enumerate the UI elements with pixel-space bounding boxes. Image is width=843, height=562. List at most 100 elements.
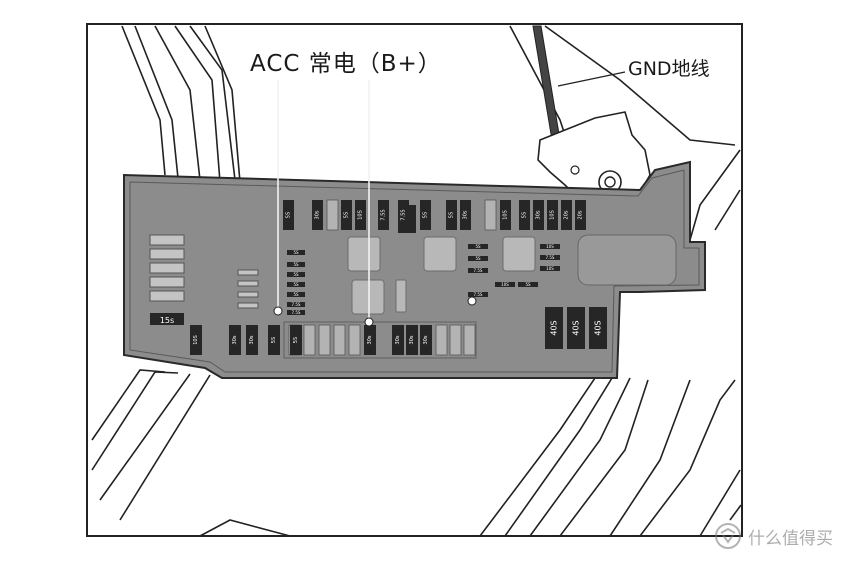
- watermark: 什么值得买: [714, 522, 833, 550]
- fuse-top-12: [533, 200, 544, 230]
- fuse-top-7-label: 5S: [423, 212, 429, 218]
- fuse-top-14-label: 20s: [564, 210, 570, 219]
- fuse-right-small-3-label: 5S: [475, 256, 481, 261]
- relay-sockets: [347, 234, 677, 315]
- fuse-row-top: 5S30s5S10S7.5S30s7.5S5S5S30s10S5S30s10S2…: [283, 200, 586, 233]
- diagram-border: [86, 23, 743, 537]
- fuse-lower-right-1-label: 30s: [395, 335, 401, 344]
- fuse-center-small-1: [287, 262, 305, 267]
- fuse-top-11-label: 5S: [522, 212, 528, 218]
- fuse-top-0: [283, 200, 294, 230]
- fuse-top-6: [398, 200, 409, 230]
- fuse-top-13: [547, 200, 558, 230]
- fuse-center-small-2-label: 5S: [293, 272, 299, 277]
- fuse-top-2-label: 5S: [344, 212, 350, 218]
- fuse-top-12-label: 30s: [536, 210, 542, 219]
- fuse-top-15-label: 20s: [578, 210, 584, 219]
- fuse-right-small-3: [468, 256, 488, 261]
- fuse-lower-left-4: [290, 325, 302, 355]
- fuse-top-9-label: 30s: [463, 210, 469, 219]
- fuse-top-11: [519, 200, 530, 230]
- fuse-right-small-0: [468, 244, 488, 249]
- left-connector-slots: [149, 234, 259, 309]
- fuse-center-small-6: [287, 310, 305, 315]
- ground-cable: [532, 25, 651, 206]
- fuse-top-4: [378, 200, 389, 230]
- fuse-right-small-2: [540, 255, 560, 260]
- fuse-top-10-label: 10S: [503, 210, 509, 220]
- fuse-big-right-2-label: 40S: [594, 320, 603, 335]
- fuse-right-small-0-label: 5S: [475, 244, 481, 249]
- fuse-top-3-label: 10S: [358, 210, 364, 220]
- fuse-lower-left-2-label: 30s: [249, 335, 255, 344]
- fuse-top-0-label: 5S: [286, 212, 292, 218]
- fuse-lower-left-1: [229, 325, 241, 355]
- acc-constant-power-label: ACC 常电（B+）: [250, 51, 442, 77]
- bottom-slot-rows: [283, 199, 497, 359]
- fuse-big-right-0-label: 40S: [550, 320, 559, 335]
- fuse-lower-left-3-label: 5S: [271, 337, 277, 343]
- fuse-center-small-4: [287, 292, 305, 297]
- fuse-lower-left-0: [190, 325, 202, 355]
- fuse-lower-right-2: [406, 325, 418, 355]
- fuse-center-small-0: [287, 250, 305, 255]
- fuse-right-small-7-label: 7.5S: [474, 268, 483, 273]
- fuse-row-big-right: 40S 40S 40S: [545, 307, 607, 349]
- fuse-right-small-6-label: 5S: [525, 282, 531, 287]
- fuse-top-6-label: 7.5S: [401, 209, 407, 220]
- fuse-center-small-3-label: 5S: [293, 282, 299, 287]
- fuse-lower-left-2: [246, 325, 258, 355]
- fuse-right-small-4: [540, 266, 560, 271]
- fuse-big-right-0: [545, 307, 563, 349]
- fuse-top-9: [460, 200, 471, 230]
- fuse-center-small-2: [287, 272, 305, 277]
- fuse-lower-left-3: [268, 325, 280, 355]
- fuse-right-small-8: [468, 292, 488, 297]
- fuse-top-7: [420, 200, 431, 230]
- fuse-top-14: [561, 200, 572, 230]
- fuse-block-15s-label: 15s: [160, 316, 174, 325]
- fuse-center-small-1-label: 5S: [293, 262, 299, 267]
- watermark-text: 什么值得买: [748, 528, 833, 549]
- fuse-row-lower-left: 10S 30s 30s 5S 5S: [190, 325, 302, 355]
- fuse-big-right-1-label: 40S: [572, 320, 581, 335]
- watermark-logo-icon: [715, 523, 741, 549]
- fuse-right-small-7: [468, 268, 488, 273]
- fuse-center-small-6-label: 7.5S: [292, 310, 301, 315]
- fuse-top-1-label: 30s: [315, 210, 321, 219]
- fuse-top-8: [446, 200, 457, 230]
- fuse-right-small-5-label: 10S: [501, 282, 509, 287]
- fuse-top-10: [500, 200, 511, 230]
- fuse-top-13-label: 10S: [550, 210, 556, 220]
- body-panel-lines: [91, 25, 742, 537]
- fuse-center-small-5: [287, 302, 305, 307]
- fuse-right-small-1: [540, 244, 560, 249]
- fuse-lower-right-3-label: 30s: [423, 335, 429, 344]
- fuse-top-15: [575, 200, 586, 230]
- fuse-lower-left-4-label: 5S: [293, 337, 299, 343]
- callout-lines: [273, 80, 477, 327]
- fuse-box-inner-border: [129, 169, 700, 373]
- fuse-center-small-3: [287, 282, 305, 287]
- fuse-lower-right-0: [364, 325, 376, 355]
- fuse-right-small-4-label: 10S: [546, 266, 554, 271]
- fuse-row-lower-right: 30s 30s 30s 30s: [364, 325, 432, 355]
- fuse-lower-right-2-label: 30s: [409, 335, 415, 344]
- fuse-top-3: [355, 200, 366, 230]
- fuse-right-small-6: [518, 282, 538, 287]
- fuse-block-15s: 15s: [150, 313, 184, 325]
- fuse-center-small-5-label: 7.5S: [292, 302, 301, 307]
- fuse-center-small-0-label: 5S: [293, 250, 299, 255]
- fuse-lower-left-0-label: 10S: [193, 335, 199, 345]
- fuse-right-small-1-label: 10S: [546, 244, 554, 249]
- fuse-lower-left-1-label: 30s: [232, 335, 238, 344]
- fuse-top-1: [312, 200, 323, 230]
- fuse-lower-right-0-label: 30s: [367, 335, 373, 344]
- fuse-big-right-1: [567, 307, 585, 349]
- fuse-center-small-4-label: 5S: [293, 292, 299, 297]
- fuse-big-right-2: [589, 307, 607, 349]
- fuse-column-center-small: 5S 5S 5S 5S 5S 7.5S 7.5S: [287, 250, 305, 315]
- fuse-lower-right-1: [392, 325, 404, 355]
- fuse-top-4-label: 7.5S: [381, 209, 387, 220]
